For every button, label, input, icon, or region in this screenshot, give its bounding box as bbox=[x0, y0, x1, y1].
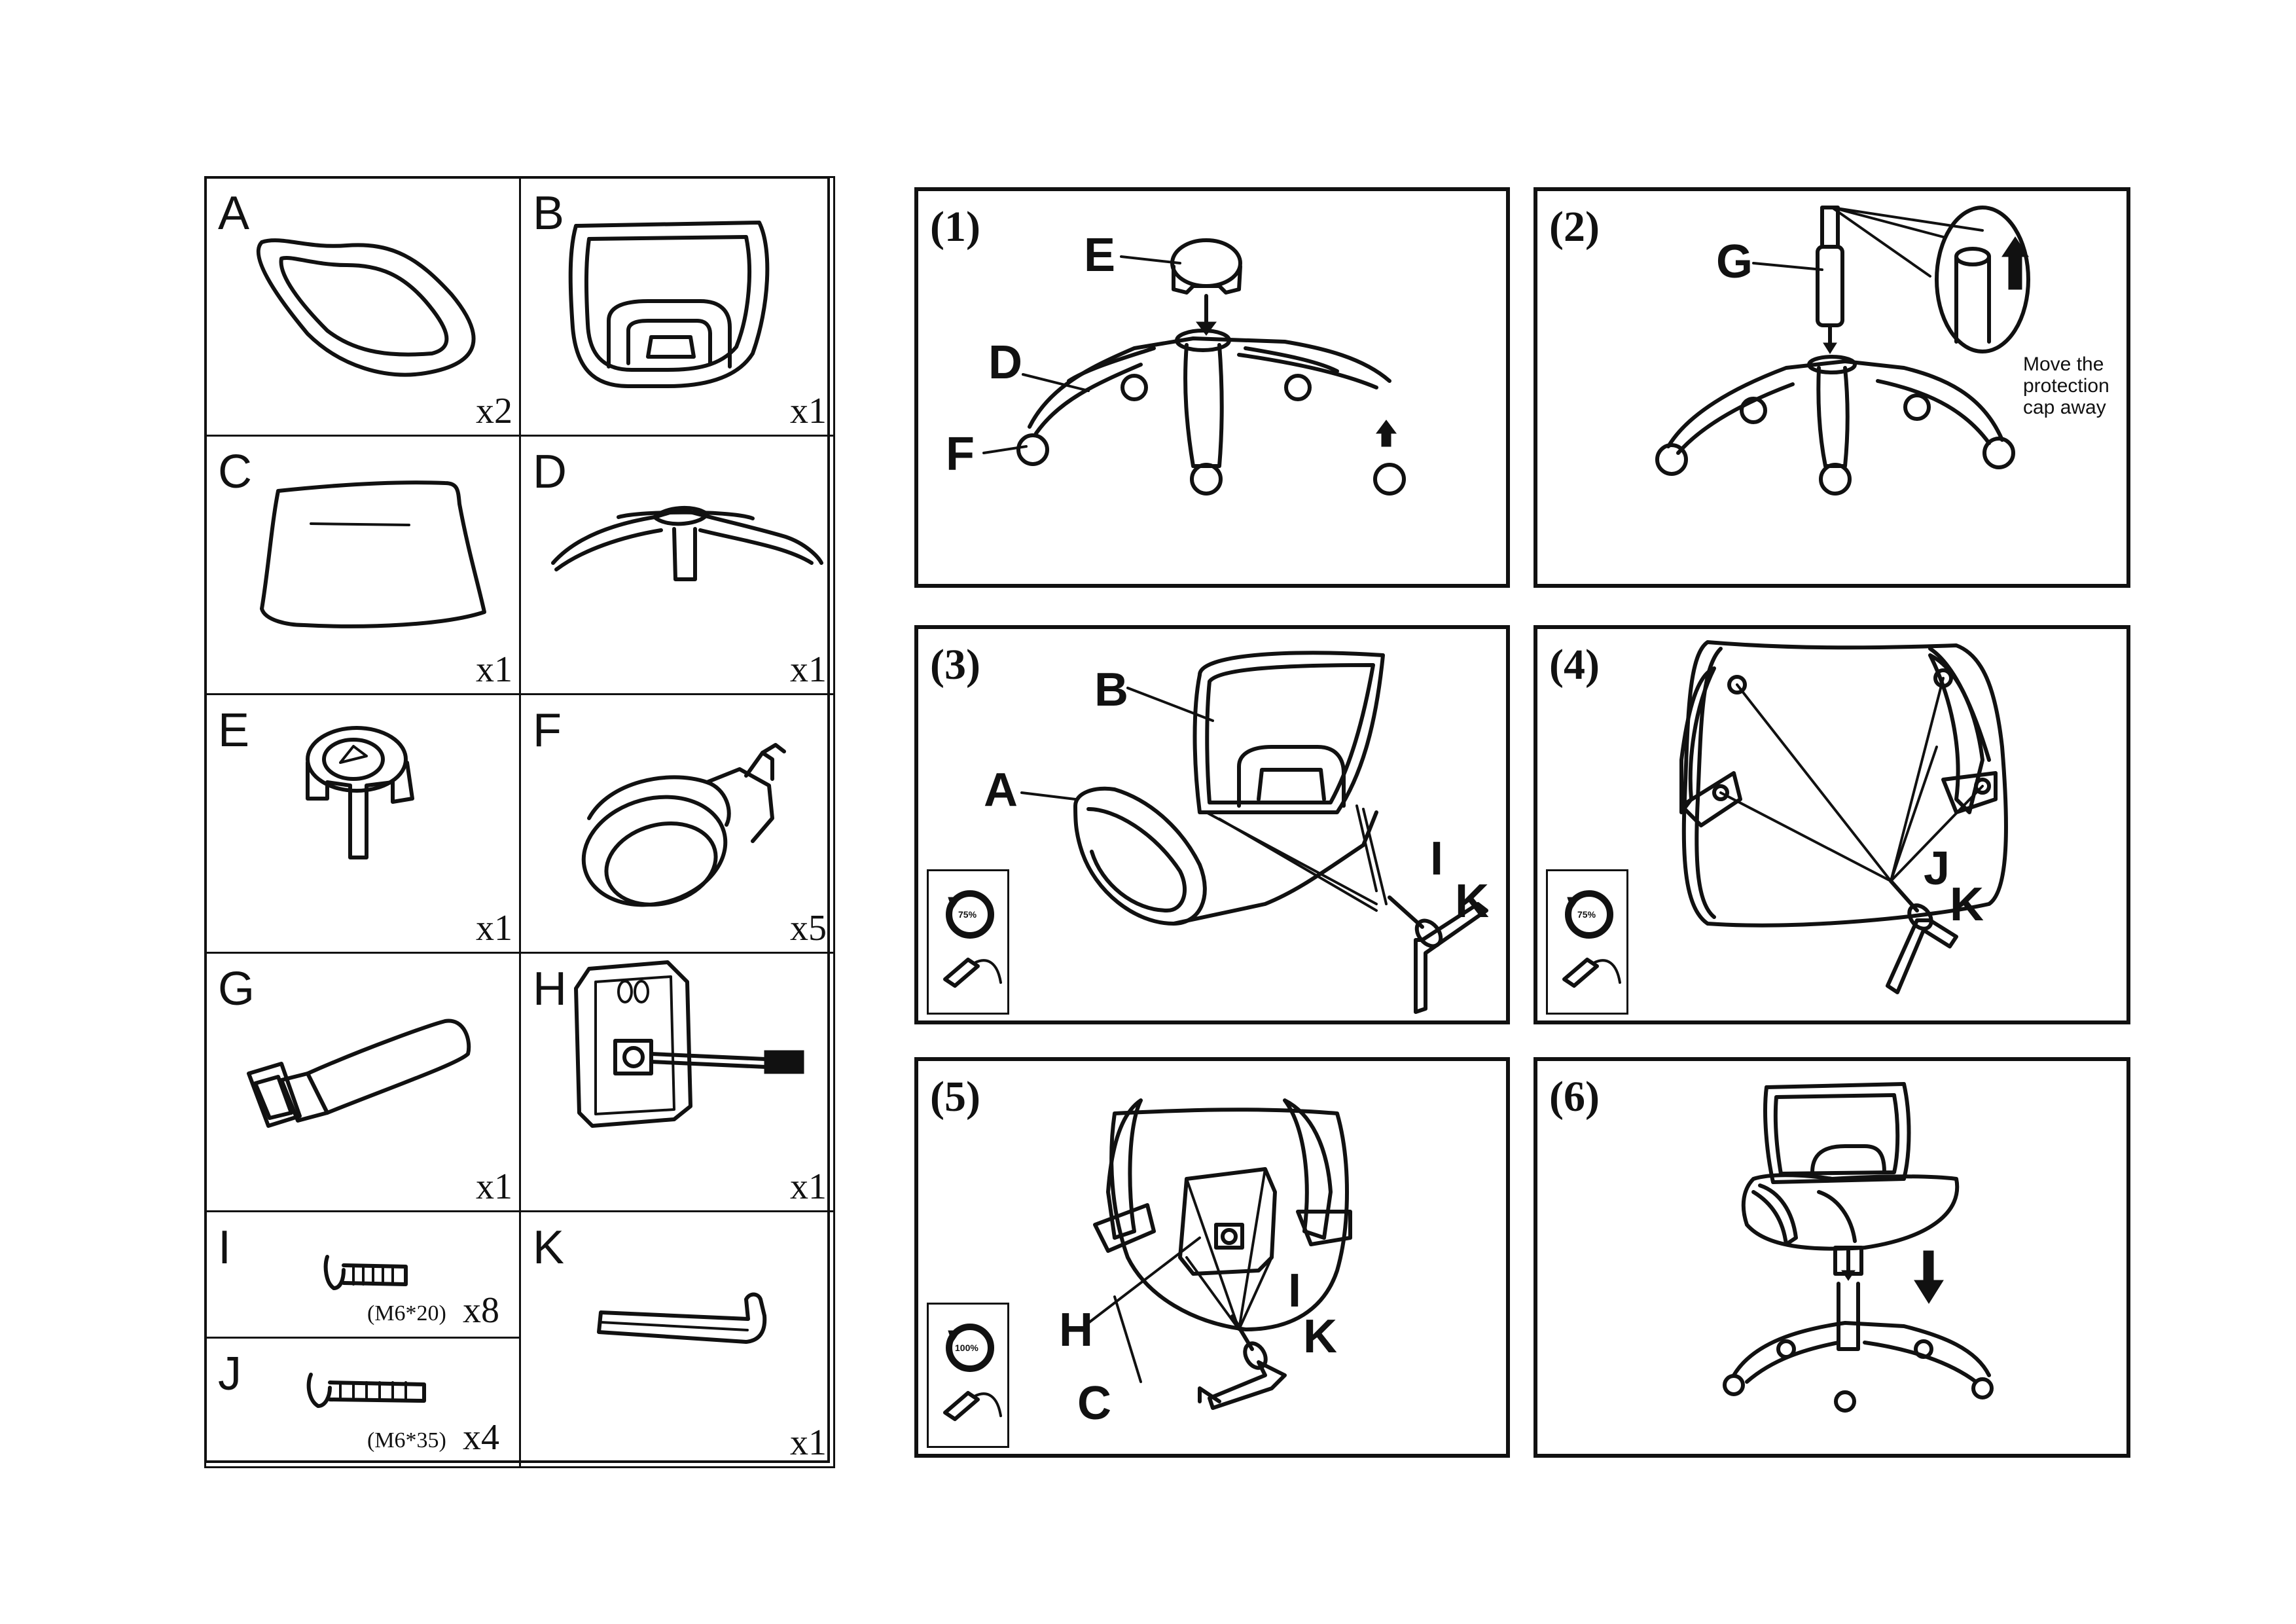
step-number: (4) bbox=[1549, 641, 1600, 689]
step-4-panel: (4) J K 75% bbox=[1534, 625, 2130, 1024]
tighten-100-icon: 100% bbox=[927, 1303, 1009, 1448]
tighten-percent: 75% bbox=[1577, 909, 1596, 920]
seat-c-drawing bbox=[260, 480, 486, 628]
note-line: Move the bbox=[2023, 353, 2104, 375]
callout-label: K bbox=[1303, 1310, 1337, 1363]
step-6-panel: (6) bbox=[1534, 1057, 2130, 1458]
step-2-drawing bbox=[1655, 206, 2030, 496]
callout-label: E bbox=[1084, 229, 1116, 281]
bolt-i-drawing bbox=[323, 1255, 408, 1290]
callout-label: F bbox=[946, 428, 975, 480]
backrest-b-drawing bbox=[568, 221, 770, 388]
step-number: (5) bbox=[930, 1073, 980, 1121]
step-number: (1) bbox=[930, 203, 980, 251]
part-quantity: x5 bbox=[790, 908, 827, 948]
step-2-panel: (2) G Move the protection cap away bbox=[1534, 187, 2130, 588]
step-3-drawing bbox=[1020, 651, 1488, 1014]
part-quantity: x8 bbox=[463, 1290, 499, 1331]
part-letter: D bbox=[533, 446, 567, 498]
part-quantity: x1 bbox=[476, 649, 512, 690]
step-number: (3) bbox=[930, 641, 980, 689]
part-spec: (M6*20) bbox=[367, 1301, 446, 1326]
part-quantity: x1 bbox=[790, 1422, 827, 1463]
base-d-drawing bbox=[551, 505, 823, 581]
callout-label: B bbox=[1094, 664, 1128, 716]
part-letter: J bbox=[218, 1348, 242, 1400]
part-letter: B bbox=[533, 187, 565, 240]
part-quantity: x4 bbox=[463, 1417, 499, 1458]
cover-e-drawing bbox=[306, 726, 414, 859]
note-line: protection bbox=[2023, 375, 2109, 397]
part-cell-b: B x1 bbox=[519, 176, 835, 437]
part-quantity: x2 bbox=[476, 391, 512, 431]
callout-label: G bbox=[1716, 236, 1753, 288]
mechanism-h-drawing bbox=[574, 960, 804, 1128]
part-letter: H bbox=[533, 963, 567, 1015]
part-quantity: x1 bbox=[790, 391, 827, 431]
step-number: (6) bbox=[1549, 1073, 1600, 1121]
parts-list-table: A x2 B x1 C x1 D x1 E x1 F x5 G x1 H x1 … bbox=[204, 176, 835, 1468]
note-line: cap away bbox=[2023, 397, 2106, 418]
part-spec: (M6*35) bbox=[367, 1428, 446, 1453]
step-3-panel: (3) B A I K 75% bbox=[914, 625, 1510, 1024]
part-letter: I bbox=[218, 1221, 232, 1274]
callout-label: I bbox=[1430, 833, 1444, 885]
gas-cylinder-g-drawing bbox=[247, 1019, 471, 1128]
part-letter: A bbox=[218, 187, 250, 240]
part-quantity: x1 bbox=[790, 1166, 827, 1207]
part-quantity: x1 bbox=[476, 908, 512, 948]
step-1-panel: (1) E D F bbox=[914, 187, 1510, 588]
callout-label: A bbox=[984, 764, 1018, 816]
part-letter: G bbox=[218, 963, 255, 1015]
hex-key-k-drawing bbox=[597, 1292, 767, 1344]
callout-label: C bbox=[1077, 1377, 1111, 1430]
part-letter: E bbox=[218, 704, 250, 757]
tighten-75-icon: 75% bbox=[927, 869, 1009, 1015]
tighten-percent: 75% bbox=[958, 909, 977, 920]
caster-f-drawing bbox=[581, 743, 786, 907]
step-4-drawing bbox=[1679, 640, 2008, 994]
callout-label: I bbox=[1288, 1265, 1302, 1317]
part-quantity: x1 bbox=[790, 649, 827, 690]
callout-label: J bbox=[1924, 842, 1950, 895]
step-5-drawing bbox=[1087, 1098, 1352, 1410]
callout-label: H bbox=[1059, 1304, 1093, 1356]
tighten-percent: 100% bbox=[955, 1343, 978, 1353]
part-letter: F bbox=[533, 704, 562, 757]
step-5-panel: (5) I K H C 100% bbox=[914, 1057, 1510, 1458]
armrest-a-drawing bbox=[256, 238, 476, 377]
part-cell-j: J (M6*35) x4 bbox=[204, 1337, 521, 1468]
tighten-75-icon: 75% bbox=[1546, 869, 1628, 1015]
protection-cap-note: Move the protection cap away bbox=[2023, 353, 2109, 418]
part-letter: K bbox=[533, 1221, 565, 1274]
part-quantity: x1 bbox=[476, 1166, 512, 1207]
step-6-drawing bbox=[1723, 1082, 1994, 1413]
bolt-j-drawing bbox=[306, 1373, 426, 1408]
part-cell-k: K x1 bbox=[519, 1210, 835, 1468]
callout-label: D bbox=[988, 336, 1022, 389]
step-number: (2) bbox=[1549, 203, 1600, 251]
part-letter: C bbox=[218, 446, 252, 498]
step-1-drawing bbox=[982, 238, 1406, 496]
